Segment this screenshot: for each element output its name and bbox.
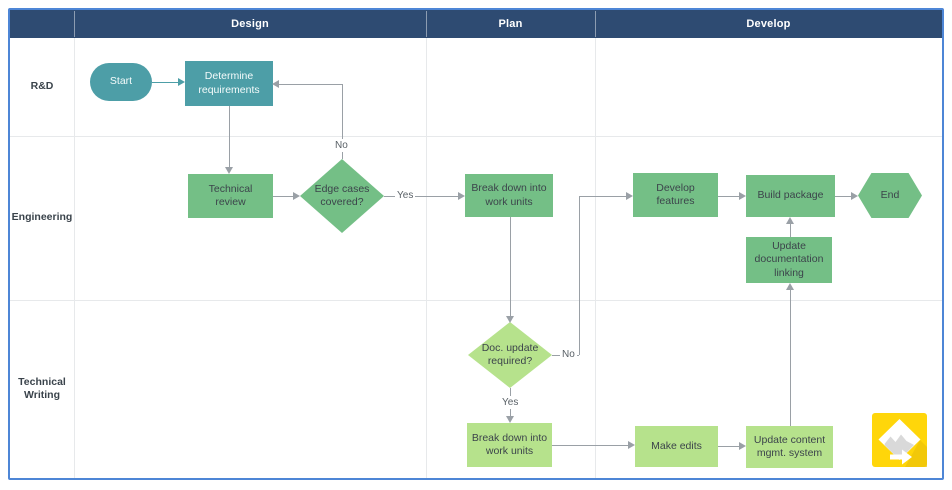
node-break-down-work-units-tw[interactable]: Break down into work units: [467, 423, 552, 467]
column-divider: [426, 38, 427, 478]
column-divider: [595, 38, 596, 478]
arrowhead: [739, 191, 746, 200]
arrowhead: [628, 440, 635, 449]
connector-no-loop-vertical: [341, 84, 343, 159]
header-separator: [595, 11, 596, 37]
lane-divider: [10, 136, 942, 137]
header-separator: [74, 11, 75, 37]
edge-label-yes: Yes: [500, 396, 521, 409]
arrowhead: [458, 191, 465, 200]
arrowhead: [272, 79, 279, 88]
connector-determine-techreview: [228, 106, 230, 167]
phase-header-develop: Develop: [746, 18, 791, 30]
phase-header-bar: [10, 10, 942, 38]
node-make-edits[interactable]: Make edits: [635, 426, 718, 467]
node-end[interactable]: End: [858, 173, 922, 218]
connector-breakdown-docupdate: [509, 217, 511, 316]
connector-develop-build: [718, 195, 740, 197]
connector-cms-doclinking: [789, 290, 791, 426]
arrowhead: [224, 167, 233, 174]
lane-label-engineering: Engineering: [11, 211, 73, 224]
node-update-content-mgmt-system[interactable]: Update content mgmt. system: [746, 426, 833, 468]
header-separator: [426, 11, 427, 37]
phase-header-corner: [10, 10, 74, 38]
node-develop-features[interactable]: Develop features: [633, 173, 718, 217]
connector-no-loop-horizontal: [278, 83, 342, 85]
diagram-frame: [8, 8, 944, 480]
phase-header-design: Design: [231, 18, 269, 30]
arrowhead: [293, 191, 300, 200]
connector-techreview-edgecases: [273, 195, 294, 197]
arrowhead: [178, 77, 185, 86]
node-break-down-work-units-eng[interactable]: Break down into work units: [465, 174, 553, 217]
arrowhead: [505, 416, 514, 423]
connector-docupdate-no-2: [578, 196, 580, 355]
connector-docupdate-no-3: [579, 195, 627, 197]
arrowhead: [785, 217, 794, 224]
edge-label-no: No: [560, 348, 577, 361]
edge-label-no: No: [333, 139, 350, 152]
connector-breakdowntw-makeedits: [552, 444, 629, 446]
node-start[interactable]: Start: [90, 63, 152, 101]
arrowhead: [505, 316, 514, 323]
connector-makeedits-cms: [718, 445, 740, 447]
connector-start-determine: [152, 81, 179, 83]
node-technical-review[interactable]: Technical review: [188, 174, 273, 218]
lane-label-rnd: R&D: [30, 80, 54, 93]
connector-build-end: [835, 195, 852, 197]
arrowhead: [851, 191, 858, 200]
node-determine-requirements[interactable]: Determine requirements: [185, 61, 273, 106]
arrowhead: [785, 283, 794, 290]
lane-divider: [10, 300, 942, 301]
edge-label-yes: Yes: [395, 189, 416, 202]
lane-label-technical-writing: Technical Writing: [18, 375, 66, 401]
node-update-documentation-linking[interactable]: Update documentation linking: [746, 237, 832, 283]
arrowhead: [626, 191, 633, 200]
arrowhead: [739, 441, 746, 450]
connector-edgecases-breakdown: [384, 195, 459, 197]
diagram-app-logo-icon[interactable]: [872, 413, 927, 467]
phase-header-plan: Plan: [498, 18, 523, 30]
column-divider: [74, 38, 75, 478]
node-build-package[interactable]: Build package: [746, 175, 835, 217]
connector-doclinking-build: [789, 224, 791, 237]
